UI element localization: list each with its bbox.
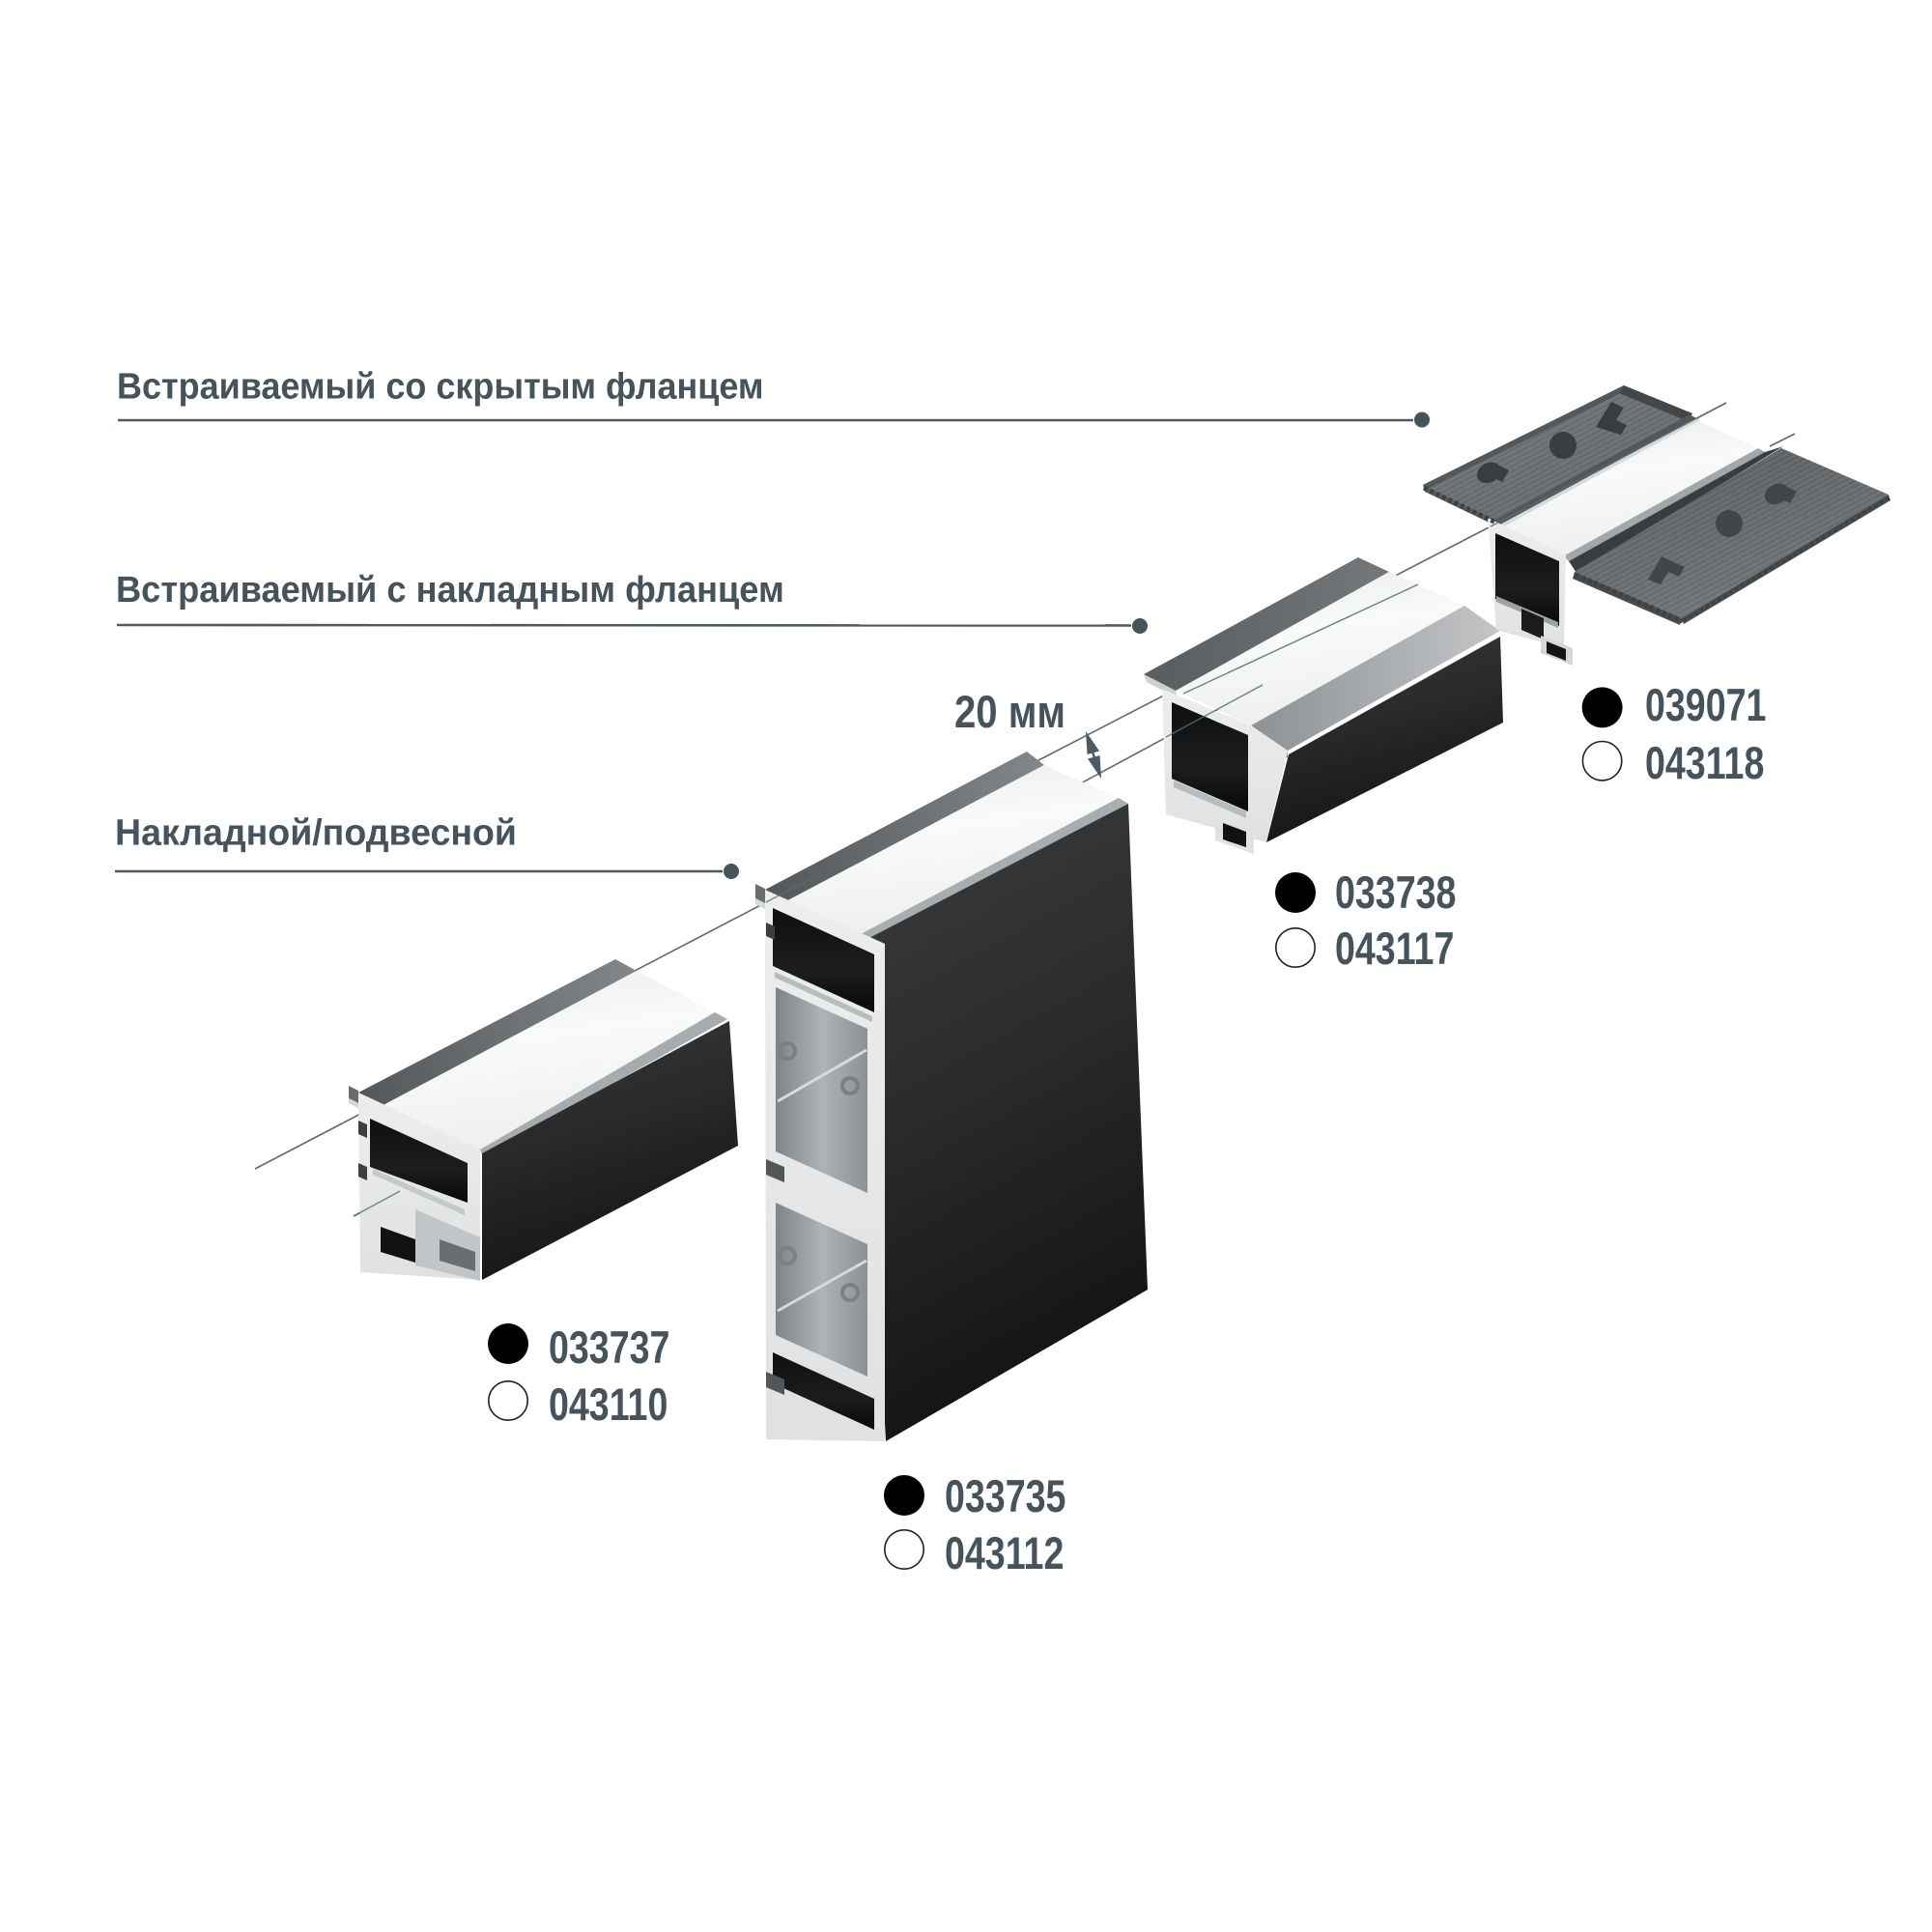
svg-text:033737: 033737 bbox=[549, 1322, 669, 1374]
svg-text:033738: 033738 bbox=[1335, 867, 1456, 919]
svg-text:043118: 043118 bbox=[1645, 738, 1764, 789]
svg-text:Накладной/подвесной: Накладной/подвесной bbox=[115, 811, 517, 852]
svg-text:043110: 043110 bbox=[549, 1379, 668, 1431]
svg-text:033735: 033735 bbox=[945, 1471, 1065, 1522]
svg-text:039071: 039071 bbox=[1645, 680, 1766, 731]
svg-text:Встраиваемый с накладным фланц: Встраиваемый с накладным фланцем bbox=[116, 568, 784, 610]
svg-text:Встраиваемый со скрытым фланце: Встраиваемый со скрытым фланцем bbox=[117, 366, 763, 407]
svg-text:043117: 043117 bbox=[1335, 923, 1454, 975]
svg-text:043112: 043112 bbox=[945, 1528, 1064, 1579]
svg-text:20 мм: 20 мм bbox=[954, 687, 1065, 738]
